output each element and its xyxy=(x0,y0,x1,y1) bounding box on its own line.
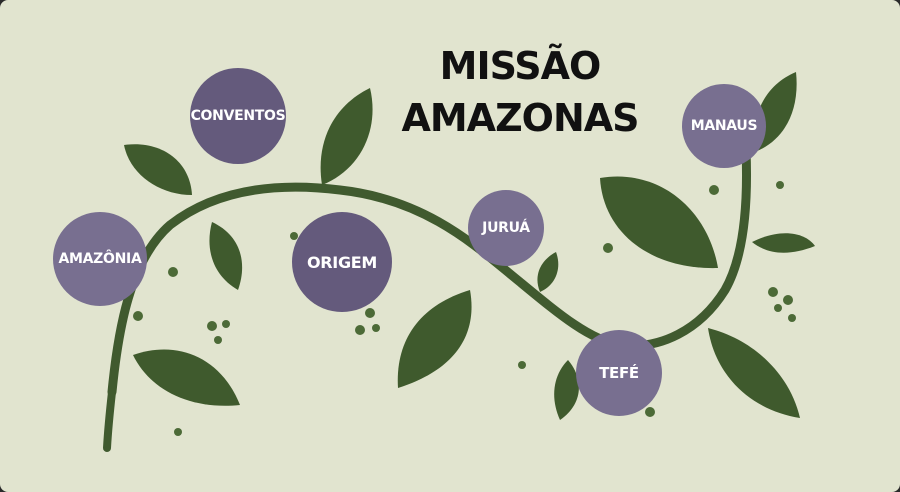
topic-amazonia[interactable]: AMAZÔNIA xyxy=(53,212,147,306)
berries xyxy=(133,181,796,436)
leaf xyxy=(708,328,800,418)
topic-tefe[interactable]: TEFÉ xyxy=(576,330,662,416)
leaf xyxy=(133,349,240,406)
page-title: MISSÃO AMAZONAS xyxy=(370,40,670,144)
topic-tefe-label: TEFÉ xyxy=(599,364,639,382)
topic-conventos-label: CONVENTOS xyxy=(190,108,286,124)
leaf xyxy=(554,360,579,420)
topic-amazonia-label: AMAZÔNIA xyxy=(58,251,142,267)
leaf xyxy=(752,233,815,253)
topic-manaus[interactable]: MANAUS xyxy=(682,84,766,168)
topic-manaus-label: MANAUS xyxy=(690,118,758,134)
leaf xyxy=(600,176,718,269)
topic-jurua-label: JURUÁ xyxy=(482,220,530,236)
topic-origem-label: ORIGEM xyxy=(306,252,378,272)
topic-origem[interactable]: ORIGEM xyxy=(292,212,392,312)
title-line-1: MISSÃO xyxy=(439,44,602,88)
vine-stem xyxy=(107,145,752,397)
leaf xyxy=(397,290,472,388)
title-line-2: AMAZONAS xyxy=(401,96,639,140)
vine-stem-base xyxy=(103,388,116,452)
leaf xyxy=(537,252,559,292)
topic-conventos[interactable]: CONVENTOS xyxy=(190,68,286,164)
leaf xyxy=(209,222,243,290)
topic-jurua[interactable]: JURUÁ xyxy=(468,190,544,266)
leaf xyxy=(124,144,192,195)
leaf xyxy=(320,88,373,185)
